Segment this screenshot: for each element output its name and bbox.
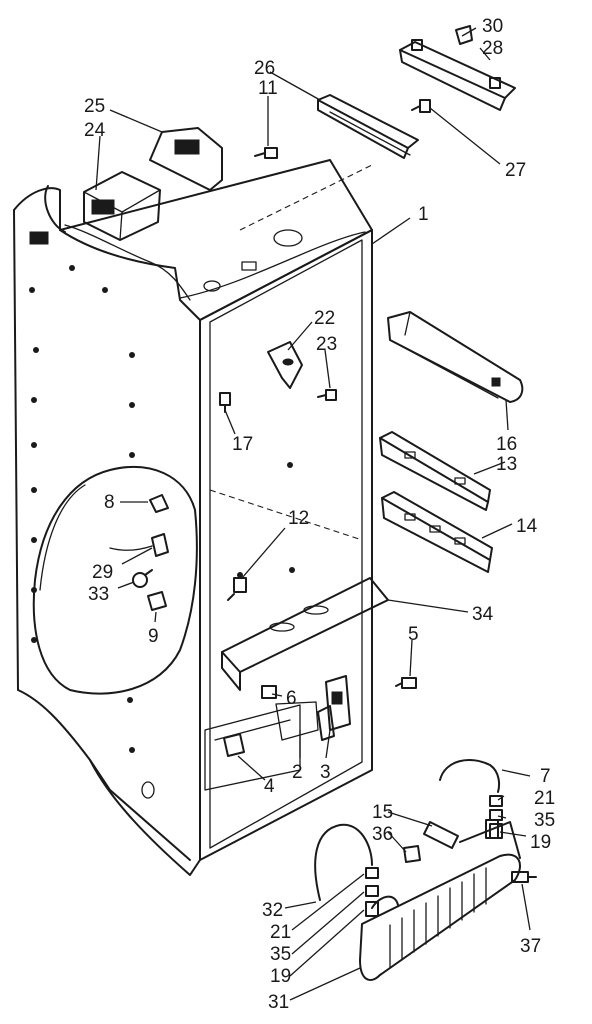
detail-circle bbox=[32, 465, 198, 695]
part-30-clip bbox=[455, 25, 473, 45]
callout-19-right: 19 bbox=[530, 832, 551, 853]
callout-6: 6 bbox=[286, 688, 297, 709]
callout-23: 23 bbox=[316, 334, 337, 355]
callout-36: 36 bbox=[372, 824, 393, 845]
part-15-drier bbox=[423, 821, 459, 849]
callout-19-left: 19 bbox=[270, 966, 291, 987]
callout-17: 17 bbox=[232, 434, 253, 455]
part-11-screw bbox=[254, 147, 278, 159]
part-25-bracket bbox=[149, 127, 223, 191]
part-26-rail bbox=[317, 94, 419, 159]
part-23-screw bbox=[317, 389, 337, 401]
cabinet-liner bbox=[13, 159, 373, 876]
callout-37: 37 bbox=[520, 936, 541, 957]
callout-4: 4 bbox=[264, 776, 275, 797]
fittings-left bbox=[365, 867, 379, 917]
part-33-bulb bbox=[132, 569, 153, 588]
callout-1: 1 bbox=[418, 204, 429, 225]
callout-22: 22 bbox=[314, 308, 335, 329]
callout-30: 30 bbox=[482, 16, 503, 37]
part-37-screw bbox=[511, 871, 537, 883]
part-4-sensor bbox=[223, 733, 245, 757]
callout-28: 28 bbox=[482, 38, 503, 59]
callout-14: 14 bbox=[516, 516, 538, 537]
part-32-tube bbox=[314, 823, 373, 901]
part-16-rail bbox=[387, 311, 524, 403]
callout-8: 8 bbox=[104, 492, 115, 513]
part-7-tube bbox=[439, 759, 500, 793]
part-22-bracket bbox=[267, 341, 303, 389]
callout-32: 32 bbox=[262, 900, 283, 921]
part-3-block bbox=[317, 675, 351, 741]
callout-21-left: 21 bbox=[270, 922, 291, 943]
side-holes bbox=[29, 265, 295, 753]
leader-lines bbox=[95, 27, 531, 1001]
callout-33: 33 bbox=[88, 584, 109, 605]
callout-12: 12 bbox=[288, 508, 309, 529]
callout-5: 5 bbox=[408, 624, 419, 645]
callout-35-left: 35 bbox=[270, 944, 291, 965]
callout-31: 31 bbox=[268, 992, 289, 1013]
callout-35-right: 35 bbox=[534, 810, 555, 831]
part-6-screw bbox=[261, 685, 277, 699]
part-28-bracket bbox=[399, 39, 516, 111]
part-14-slide bbox=[381, 491, 493, 573]
callout-11: 11 bbox=[258, 78, 278, 99]
callout-26: 26 bbox=[254, 58, 275, 79]
fittings-right bbox=[489, 795, 503, 839]
part-34-cover bbox=[221, 577, 389, 691]
callout-2: 2 bbox=[292, 762, 303, 783]
callout-3: 3 bbox=[320, 762, 331, 783]
callout-34: 34 bbox=[472, 604, 494, 625]
callout-16: 16 bbox=[496, 434, 517, 455]
part-9-switch bbox=[147, 591, 167, 611]
part-24-control-housing bbox=[44, 171, 161, 241]
part-13-slide bbox=[379, 431, 491, 511]
callout-27: 27 bbox=[505, 160, 526, 181]
part-31-evaporator bbox=[359, 819, 521, 981]
part-17-screw bbox=[219, 392, 231, 413]
callout-7: 7 bbox=[540, 766, 551, 787]
part-12-clip bbox=[227, 577, 247, 601]
part-5-screw bbox=[395, 677, 417, 689]
part-36-nut bbox=[403, 845, 421, 863]
callout-15: 15 bbox=[372, 802, 393, 823]
callout-9: 9 bbox=[148, 626, 159, 647]
callout-21-right: 21 bbox=[534, 788, 555, 809]
callout-labels: 30 28 26 11 25 24 27 1 22 23 17 16 13 14… bbox=[84, 16, 555, 1013]
callout-24: 24 bbox=[84, 120, 106, 141]
part-29-light-socket bbox=[109, 533, 169, 557]
part-8-socket bbox=[149, 494, 169, 513]
part-27-screw bbox=[411, 99, 431, 113]
part-2-gasket bbox=[275, 701, 319, 741]
callout-13: 13 bbox=[496, 454, 517, 475]
callout-29: 29 bbox=[92, 562, 113, 583]
callout-25: 25 bbox=[84, 96, 105, 117]
